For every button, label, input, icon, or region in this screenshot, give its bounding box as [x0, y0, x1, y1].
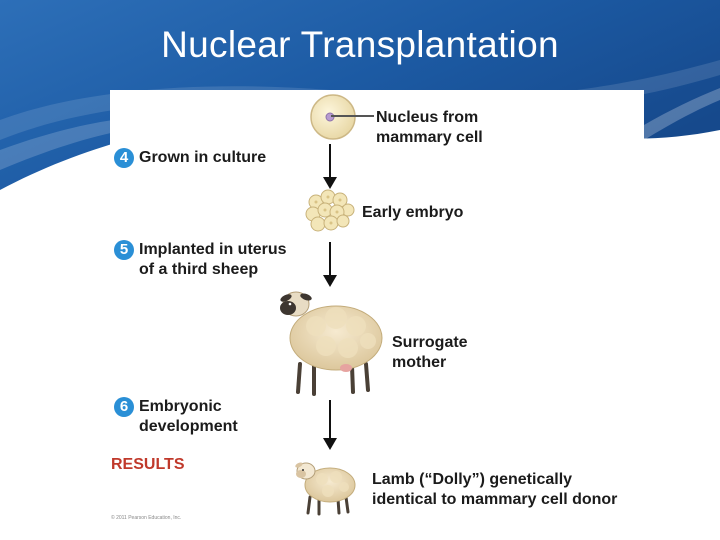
step-number-badge: 5	[114, 240, 134, 260]
slide-title: Nuclear Transplantation	[161, 24, 559, 65]
step-number-badge: 6	[114, 397, 134, 417]
step-text: Embryonic development	[139, 398, 238, 435]
down-arrow-icon	[323, 242, 337, 287]
surrogate-label: Surrogate mother	[392, 334, 468, 371]
step-text: Grown in culture	[139, 149, 267, 166]
lamb-label: Lamb (“Dolly”) genetically identical to …	[372, 471, 618, 508]
egg-cell-icon	[310, 94, 356, 140]
step-6: 6 Embryonic development	[114, 397, 238, 437]
surrogate-sheep-icon	[280, 291, 383, 396]
lamb-dolly-icon	[295, 462, 356, 516]
diagram-panel	[110, 90, 644, 528]
down-arrow-icon	[323, 144, 337, 189]
nucleus-label: Nucleus from mammary cell	[376, 109, 483, 146]
early-embryo-label: Early embryo	[362, 204, 464, 221]
copyright-notice: © 2011 Pearson Education, Inc.	[111, 515, 182, 521]
pipette-line	[331, 115, 374, 117]
step-number-badge: 4	[114, 148, 134, 168]
step-4: 4 Grown in culture	[114, 148, 266, 168]
results-label: RESULTS	[111, 456, 185, 473]
early-embryo-icon	[305, 189, 355, 232]
step-5: 5 Implanted in uterus of a third sheep	[114, 240, 287, 280]
down-arrow-icon	[323, 400, 337, 450]
step-text: Implanted in uterus of a third sheep	[139, 241, 287, 278]
